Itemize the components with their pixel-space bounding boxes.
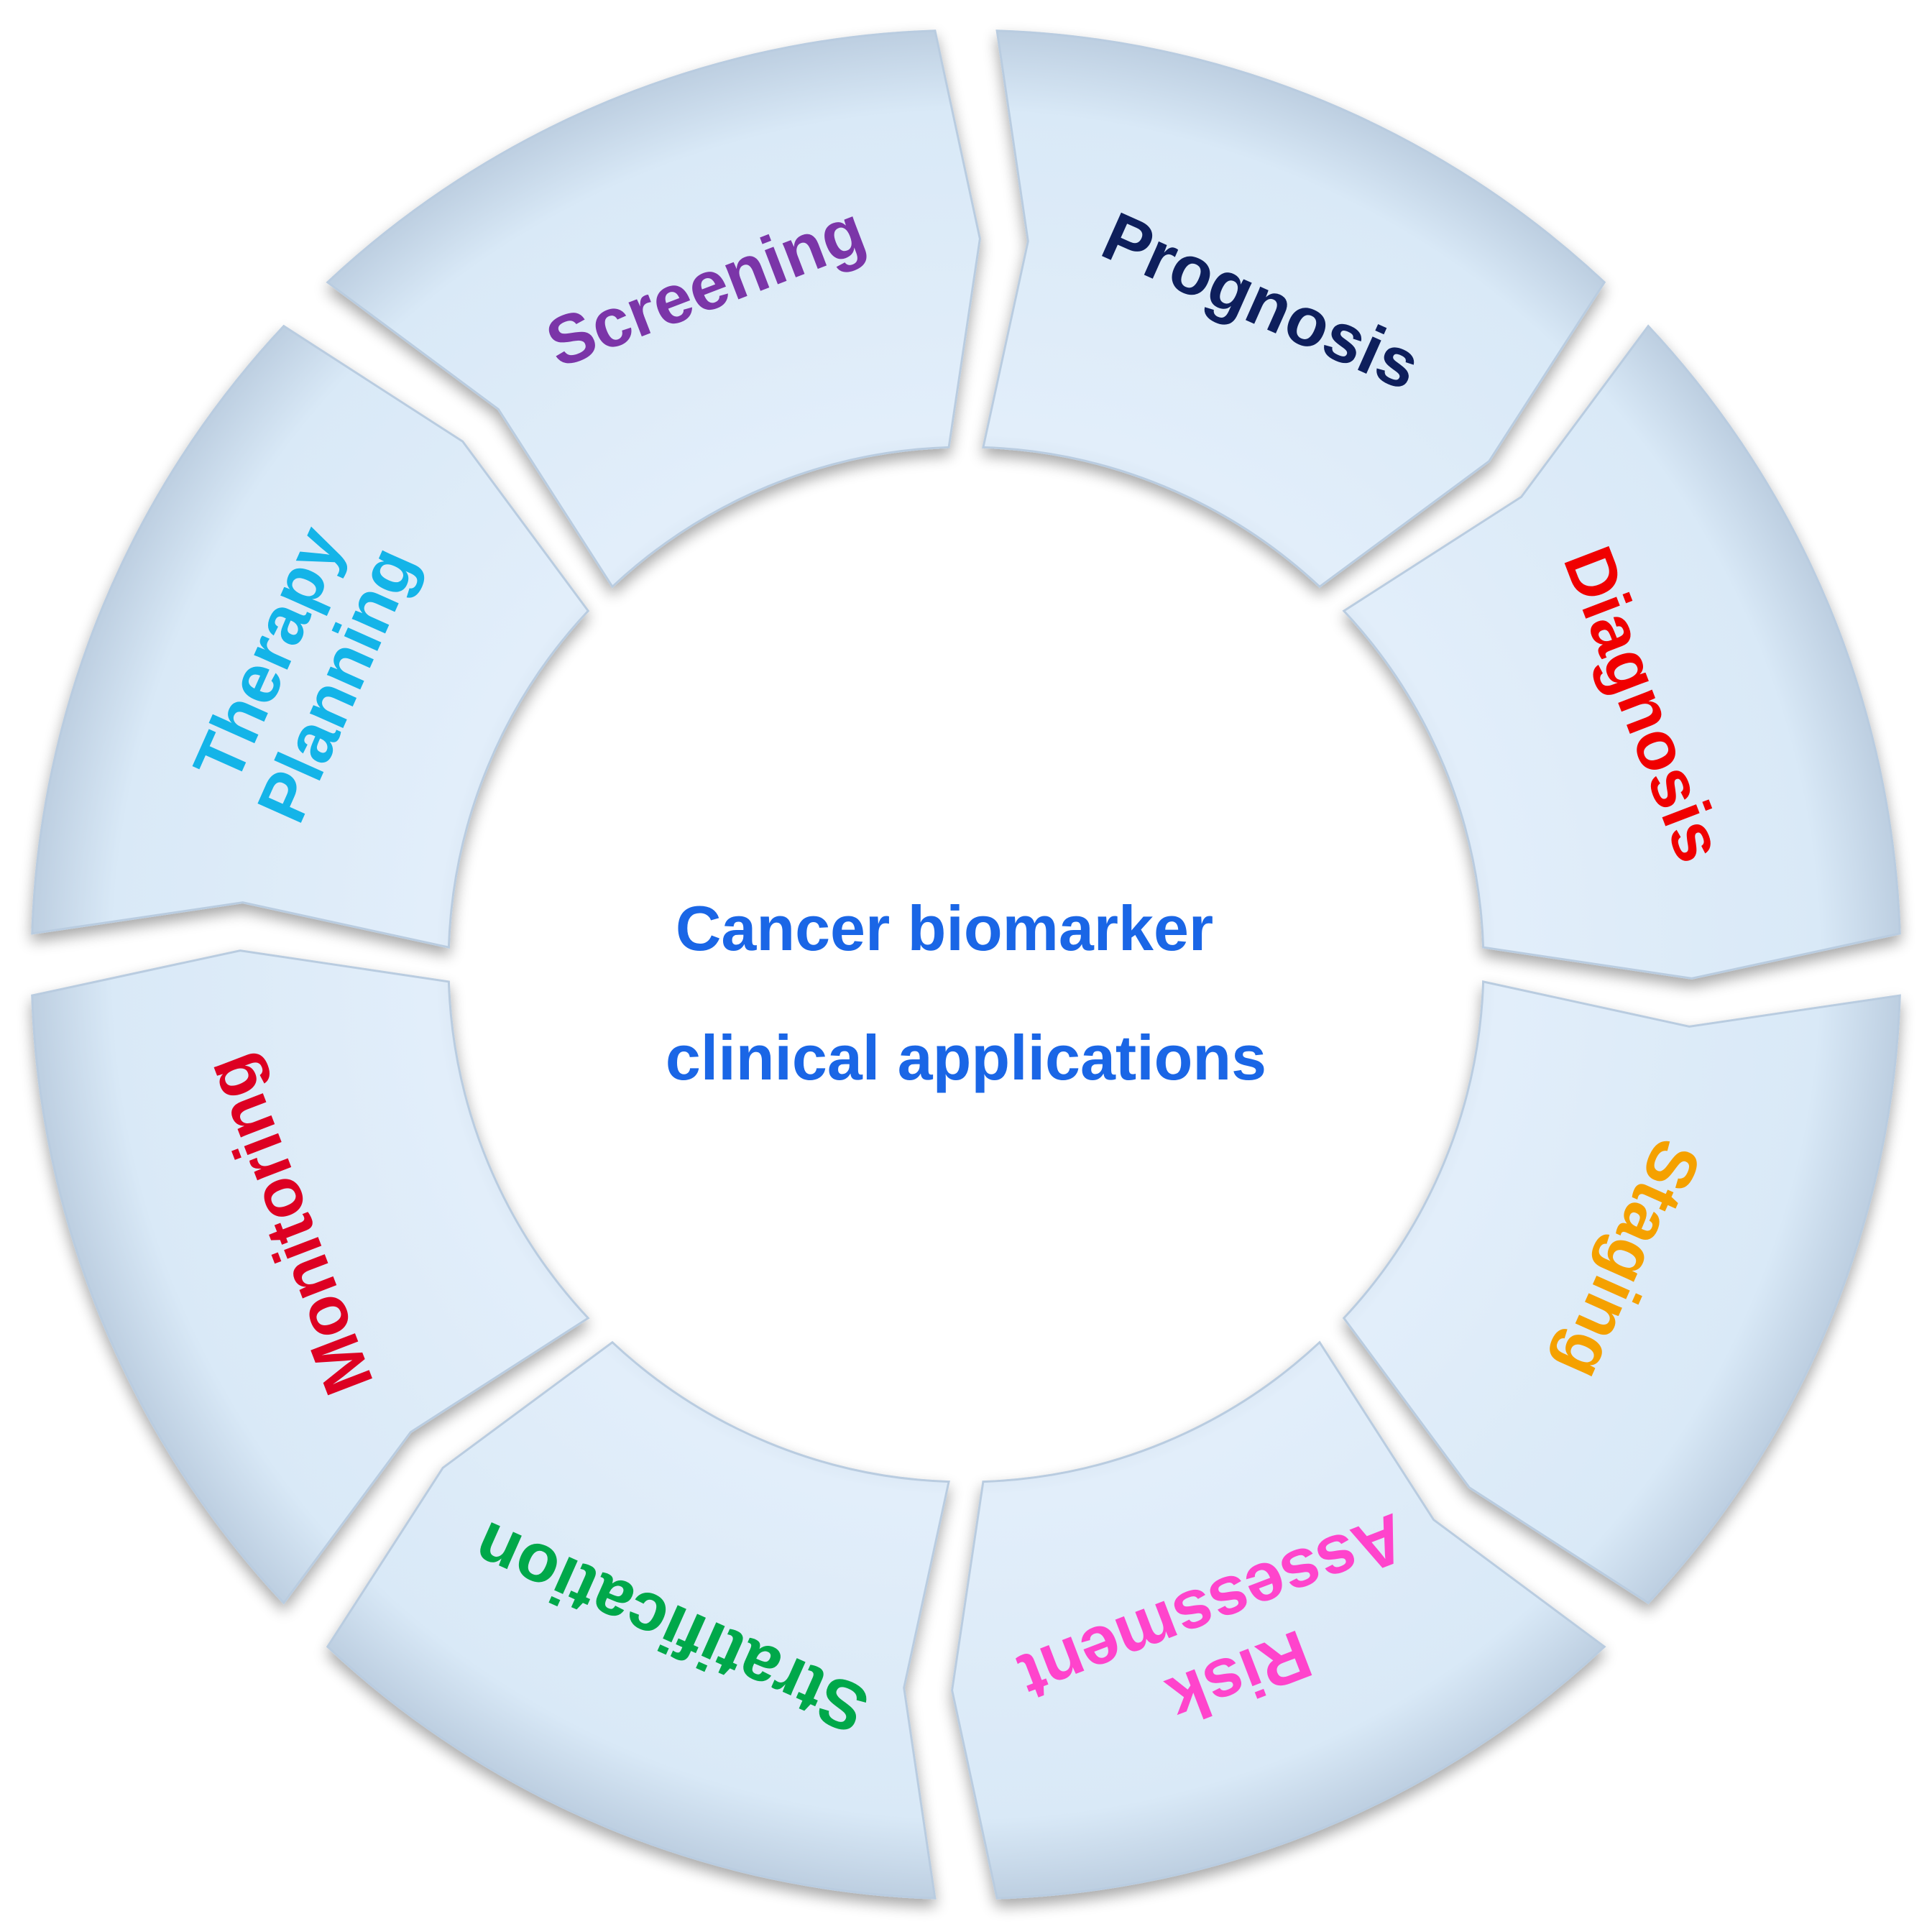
segment-diagnosis (1342, 324, 1901, 980)
segments-layer (31, 29, 1901, 1900)
segment-therapy-planning (31, 324, 590, 949)
segment-stratification (326, 1340, 950, 1900)
segment-risk-assessment (951, 1340, 1606, 1900)
segment-screening (326, 29, 981, 589)
center-title-line-1: Cancer biomarker (676, 893, 1213, 964)
center-title-line-2: clinical applications (666, 1022, 1266, 1093)
segment-prognosis (982, 29, 1606, 589)
center-title: Cancer biomarker clinical applications (666, 893, 1266, 1093)
segment-monitoring (31, 949, 590, 1605)
segment-staging (1342, 980, 1901, 1605)
